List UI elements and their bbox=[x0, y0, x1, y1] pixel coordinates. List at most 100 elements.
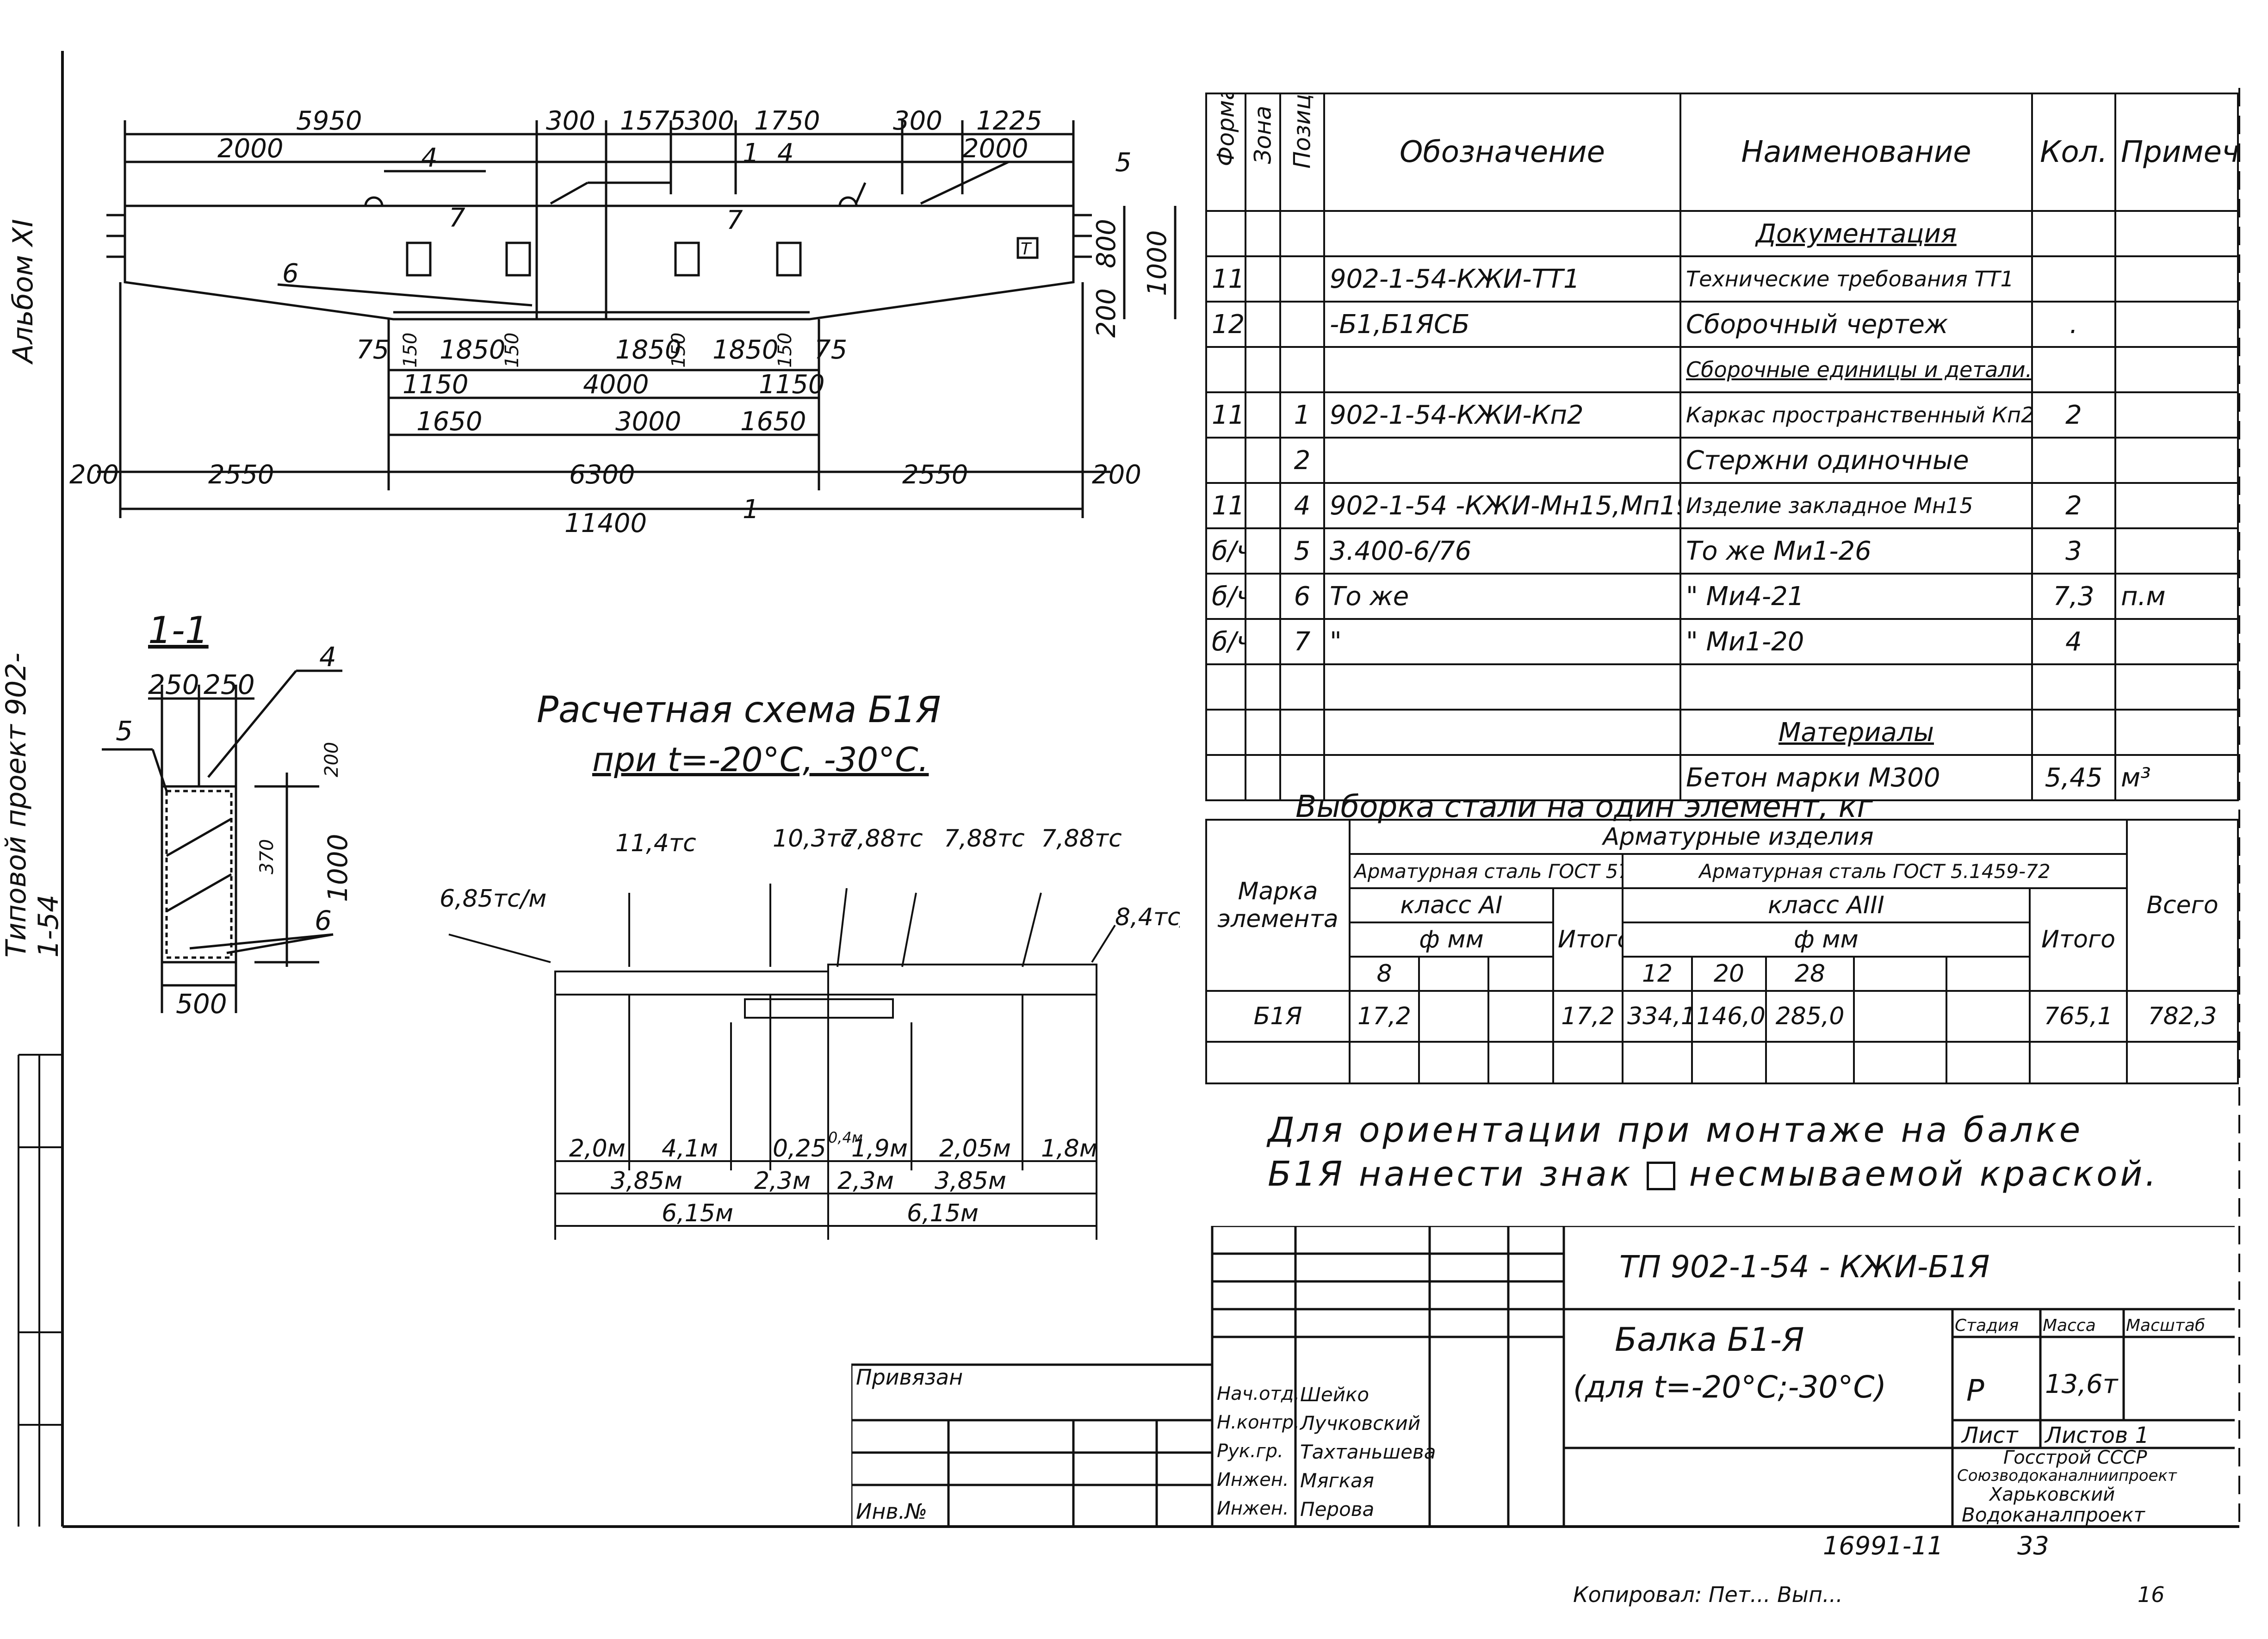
spec-qty bbox=[2031, 255, 2116, 303]
spec-pos bbox=[1279, 754, 1325, 801]
steel-row-d8: 17,2 bbox=[1349, 990, 1420, 1043]
dim-300a: 300 bbox=[546, 106, 595, 136]
spec-format bbox=[1205, 754, 1246, 801]
steel-table: Марка элемента Арматурные изделия Всего … bbox=[1205, 819, 2239, 1084]
sec-dim-250a: 250 bbox=[148, 669, 199, 700]
steel-itogo-1: Итого bbox=[1552, 887, 1624, 992]
spec-format: б/ч bbox=[1205, 527, 1246, 575]
spec-zone bbox=[1245, 301, 1281, 348]
load-8-4: 8,4тс/м bbox=[1115, 903, 1180, 931]
span-3-85b: 3,85м bbox=[935, 1167, 1006, 1195]
span-1-9: 1,9м bbox=[851, 1135, 908, 1163]
load-7-88b: 7,88тс bbox=[944, 825, 1025, 853]
tb-org-4: Водоканалпроект bbox=[1962, 1503, 2145, 1526]
span-6-15a: 6,15м bbox=[662, 1200, 733, 1227]
col-pos: Позиция bbox=[1279, 93, 1325, 212]
spec-format bbox=[1205, 346, 1246, 393]
load-7-88a: 7,88тс bbox=[842, 825, 923, 853]
spec-pos: 7 bbox=[1279, 618, 1325, 665]
dim-75b: 75 bbox=[814, 335, 847, 365]
spec-designation bbox=[1323, 437, 1681, 484]
note-line-2: Б1Я нанести знак несмываемой краской. bbox=[1268, 1154, 2159, 1194]
spec-qty: . bbox=[2031, 301, 2116, 348]
spec-note: п.м bbox=[2114, 573, 2239, 620]
specification-table: Формат Зона Позиция Обозначение Наименов… bbox=[1205, 93, 2239, 801]
steel-phi-3: ф мм bbox=[1622, 922, 2031, 958]
spec-name bbox=[1679, 663, 2033, 711]
spec-name: Каркас пространственный Кп2 bbox=[1679, 391, 2033, 439]
spec-zone bbox=[1245, 527, 1281, 575]
inv-label: Инв.№ bbox=[856, 1499, 928, 1524]
sec-label-6: 6 bbox=[315, 905, 332, 936]
spec-pos: 1 bbox=[1279, 391, 1325, 439]
dim-2550b: 2550 bbox=[902, 460, 968, 490]
spec-zone bbox=[1245, 391, 1281, 439]
tb-sheet: Лист bbox=[1962, 1423, 2018, 1448]
section-title: 1-1 bbox=[148, 615, 209, 652]
calc-subtitle: при t=-20°C, -30°C. bbox=[592, 740, 929, 779]
steel-d8: 8 bbox=[1349, 956, 1420, 992]
dim-3000: 3000 bbox=[615, 407, 682, 437]
tb-org-1: Госстрой СССР bbox=[2003, 1447, 2147, 1468]
dim-2000-left: 2000 bbox=[217, 134, 284, 164]
steel-d28: 28 bbox=[1765, 956, 1855, 992]
span-2-3a: 2,3м bbox=[754, 1167, 811, 1195]
dim-800: 800 bbox=[1091, 219, 1122, 268]
spec-qty: 2 bbox=[2031, 482, 2116, 529]
spec-format: б/ч bbox=[1205, 573, 1246, 620]
spec-pos bbox=[1279, 210, 1325, 257]
spec-zone bbox=[1245, 255, 1281, 303]
spec-designation bbox=[1323, 663, 1681, 711]
spec-qty bbox=[2031, 437, 2116, 484]
tb-mass: 13,6т bbox=[2045, 1369, 2118, 1399]
spec-format: 11 bbox=[1205, 255, 1246, 303]
role-title: Нач.отд. bbox=[1217, 1383, 1300, 1404]
spec-name: Сборочные единицы и детали. bbox=[1679, 346, 2033, 393]
dim-200-right: 200 bbox=[1092, 460, 1141, 490]
label-4-b: 4 bbox=[777, 138, 794, 168]
span-2-3b: 2,3м bbox=[837, 1167, 894, 1195]
dim-300b: 300 bbox=[685, 106, 734, 136]
spec-name: " Ми4-21 bbox=[1679, 573, 2033, 620]
col-designation: Обозначение bbox=[1323, 93, 1681, 212]
spec-row bbox=[1205, 663, 2239, 711]
spec-designation: 902-1-54 -КЖИ-Мн15,Мп19 bbox=[1323, 482, 1681, 529]
role-title: Н.контр. bbox=[1217, 1412, 1300, 1433]
spec-name: Бетон марки М300 bbox=[1679, 754, 2033, 801]
spec-name: Документация bbox=[1679, 210, 2033, 257]
spec-note bbox=[2114, 437, 2239, 484]
spec-pos bbox=[1279, 663, 1325, 711]
load-10-3: 10,3тс bbox=[773, 825, 854, 853]
dim-2000-right: 2000 bbox=[962, 134, 1029, 164]
spec-format: 11 bbox=[1205, 482, 1246, 529]
spec-zone bbox=[1245, 663, 1281, 711]
dim-1575: 1575 bbox=[620, 106, 686, 136]
spec-row: б/ч7"" Ми1-204 bbox=[1205, 618, 2239, 665]
dim-1850c: 1850 bbox=[713, 335, 779, 365]
spec-qty: 5,45 bbox=[2031, 754, 2116, 801]
sec-dim-250b: 250 bbox=[204, 669, 255, 700]
spec-qty bbox=[2031, 346, 2116, 393]
spec-pos bbox=[1279, 301, 1325, 348]
dim-4000: 4000 bbox=[583, 370, 649, 400]
col-name: Наименование bbox=[1679, 93, 2033, 212]
spec-note bbox=[2114, 210, 2239, 257]
footer-num: 16991-11 bbox=[1823, 1531, 1943, 1560]
spec-designation bbox=[1323, 754, 1681, 801]
col-zone: Зона bbox=[1245, 93, 1281, 212]
spec-pos: 4 bbox=[1279, 482, 1325, 529]
span-2-05: 2,05м bbox=[939, 1135, 1011, 1163]
dim-1650a: 1650 bbox=[416, 407, 483, 437]
spec-zone bbox=[1245, 482, 1281, 529]
spec-row: Сборочные единицы и детали. bbox=[1205, 346, 2239, 393]
sec-dim-1000: 1000 bbox=[322, 834, 353, 902]
span-4-1: 4,1м bbox=[662, 1135, 718, 1163]
span-6-15b: 6,15м bbox=[907, 1200, 979, 1227]
role-title: Рук.гр. bbox=[1217, 1441, 1283, 1462]
span-3-85a: 3,85м bbox=[611, 1167, 682, 1195]
spec-designation: 3.400-6/76 bbox=[1323, 527, 1681, 575]
